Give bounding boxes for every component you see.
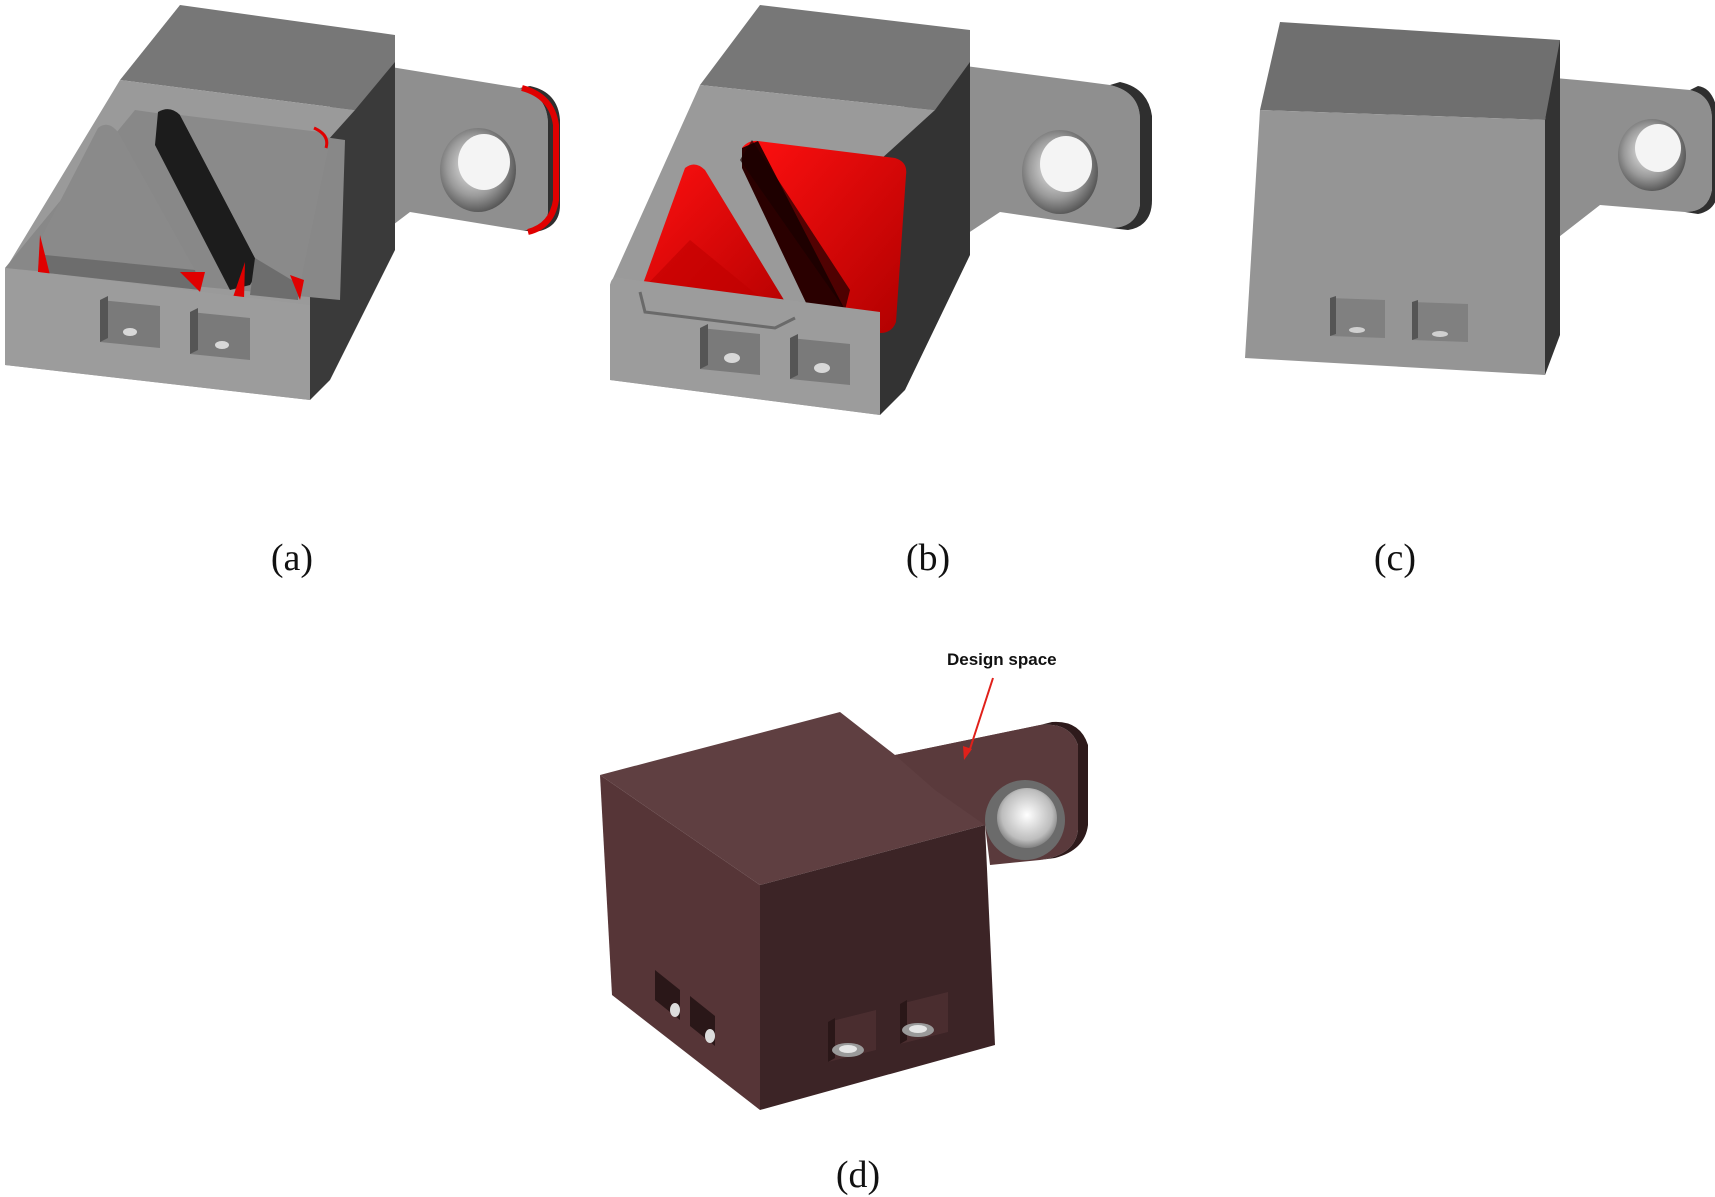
ds-left [600, 775, 760, 1110]
bolt-pocket-c2 [1412, 302, 1468, 342]
part-a [5, 5, 560, 400]
design-space-label: Design space [947, 650, 1057, 669]
body-top-c [1260, 22, 1560, 120]
bolt-pocket-a1 [100, 300, 160, 348]
bolt-pocket-a2 [190, 312, 250, 360]
lug-ear-side-a [520, 86, 560, 232]
body-front-c [1245, 110, 1545, 375]
part-c [1245, 22, 1715, 375]
pocket-left-a [38, 124, 196, 270]
body-top-a [120, 5, 395, 110]
bolt-pocket-b2 [790, 338, 850, 385]
part-b [610, 5, 1152, 415]
caption-d: (d) [835, 1154, 881, 1196]
ds-front [760, 825, 995, 1110]
caption-b: (b) [905, 537, 951, 579]
pocket-diagonal-a [155, 109, 257, 290]
ds-sleeve-inner [997, 788, 1057, 848]
design-space-d [600, 677, 1088, 1110]
caption-c: (c) [1373, 537, 1417, 579]
annotation-arrow-head [963, 746, 972, 760]
bolt-pocket-c1 [1330, 298, 1385, 338]
annotation-arrow [968, 677, 994, 753]
bolt-pocket-b1 [700, 328, 760, 375]
caption-a: (a) [270, 537, 314, 579]
